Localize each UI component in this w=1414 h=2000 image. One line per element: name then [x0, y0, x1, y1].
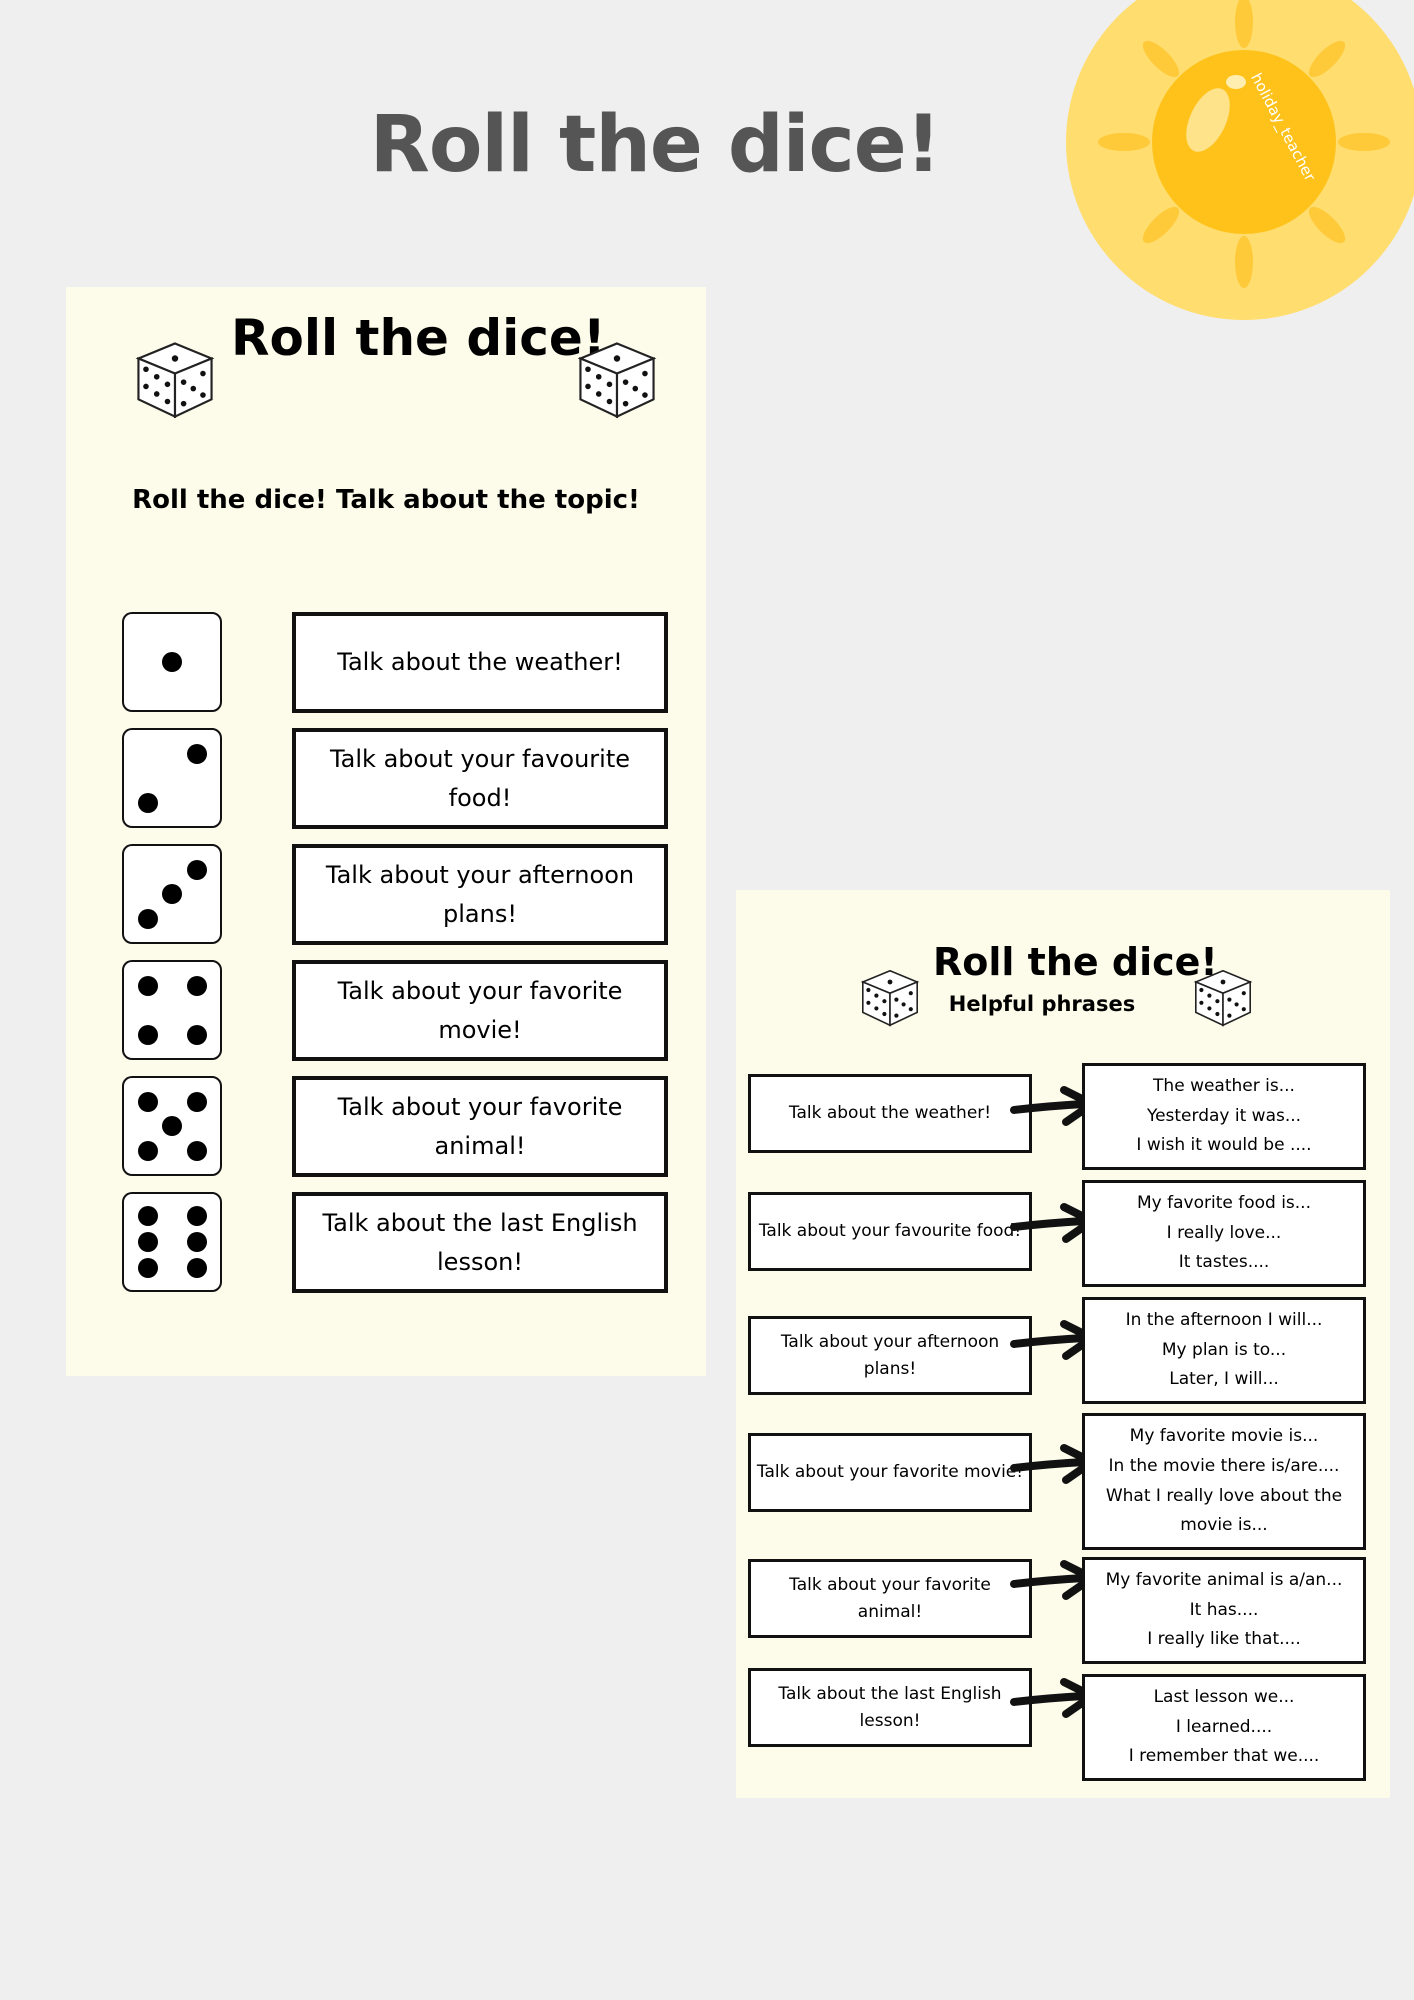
topic-box: Talk about your favorite movie! [748, 1433, 1032, 1512]
phrase-line: Yesterday it was... [1146, 1105, 1302, 1126]
phrase-line: My plan is to... [1161, 1339, 1287, 1360]
topic-box: Talk about the weather! [292, 612, 668, 713]
worksheet-title: Roll the dice! [933, 940, 1218, 984]
die-pip [187, 860, 207, 880]
topic-box: Talk about your favourite food! [292, 728, 668, 829]
sun-icon [1066, 0, 1414, 320]
phrase-box: My favorite movie is... In the movie the… [1082, 1413, 1366, 1550]
topic-box: Talk about your favorite movie! [292, 960, 668, 1061]
topic-box: Talk about your afternoon plans! [748, 1316, 1032, 1395]
die-pip [187, 1141, 207, 1161]
phrase-line: What I really love about the movie is... [1105, 1485, 1343, 1536]
phrase-line: My favorite movie is... [1129, 1426, 1319, 1446]
die-3d-icon [860, 969, 920, 1027]
die-face-four [122, 960, 222, 1060]
page-title: Roll the dice! [369, 100, 941, 190]
phrase-line: In the afternoon I will... [1125, 1309, 1323, 1330]
die-pip [187, 1206, 207, 1226]
die-pip [138, 1232, 158, 1252]
die-pip [162, 884, 182, 904]
phrase-line: I remember that we.... [1128, 1746, 1320, 1767]
die-pip [187, 1025, 207, 1045]
phrase-line: In the movie there is/are.... [1108, 1455, 1340, 1476]
topic-box: Talk about the last English lesson! [748, 1668, 1032, 1747]
die-3d-icon [577, 342, 657, 419]
phrase-line: Last lesson we... [1153, 1686, 1295, 1707]
die-pip [138, 1206, 158, 1226]
topic-box: Talk about the weather! [748, 1074, 1032, 1153]
die-face-six [122, 1192, 222, 1292]
die-face-one [122, 612, 222, 712]
topic-box: Talk about the last English lesson! [292, 1192, 668, 1293]
instruction-text: Roll the dice! Talk about the topic! [132, 485, 640, 515]
die-face-two [122, 728, 222, 828]
die-3d-icon [1193, 969, 1253, 1027]
die-pip [138, 909, 158, 929]
worksheet-subtitle: Helpful phrases [948, 992, 1136, 1016]
phrase-box: My favorite food is... I really love... … [1082, 1180, 1366, 1287]
die-3d-icon [135, 342, 215, 419]
die-pip [187, 1232, 207, 1252]
die-pip [138, 976, 158, 996]
topic-box: Talk about your favorite animal! [748, 1559, 1032, 1638]
die-pip [187, 976, 207, 996]
die-pip [187, 1258, 207, 1278]
die-pip [187, 1092, 207, 1112]
die-pip [162, 652, 182, 672]
phrase-line: I really like that.... [1147, 1629, 1301, 1650]
phrase-box: My favorite animal is a/an... It has....… [1082, 1557, 1366, 1664]
die-pip [138, 793, 158, 813]
die-pip [138, 1141, 158, 1161]
topic-box: Talk about your favourite food! [748, 1192, 1032, 1271]
die-pip [162, 1116, 182, 1136]
phrase-line: I wish it would be .... [1136, 1135, 1312, 1156]
topic-box: Talk about your afternoon plans! [292, 844, 668, 945]
phrase-box: The weather is... Yesterday it was... I … [1082, 1063, 1366, 1170]
phrase-line: Later, I will... [1169, 1369, 1279, 1390]
die-face-three [122, 844, 222, 944]
topic-box: Talk about your favorite animal! [292, 1076, 668, 1177]
worksheet-title: Roll the dice! [231, 309, 606, 367]
die-face-five [122, 1076, 222, 1176]
phrase-box: In the afternoon I will... My plan is to… [1082, 1297, 1366, 1404]
die-pip [138, 1025, 158, 1045]
phrase-line: It has.... [1189, 1599, 1259, 1620]
helpful-phrases-worksheet: Roll the dice! Helpful phrases Talk abou… [736, 890, 1390, 1798]
phrase-line: It tastes.... [1178, 1252, 1270, 1273]
dice-worksheet: Roll the dice! Roll the dice! Talk about… [66, 287, 706, 1376]
die-pip [187, 744, 207, 764]
die-pip [138, 1258, 158, 1278]
phrase-line: My favorite animal is a/an... [1105, 1569, 1343, 1590]
phrase-line: My favorite food is... [1136, 1192, 1311, 1213]
die-pip [138, 1092, 158, 1112]
phrase-line: I learned.... [1175, 1716, 1273, 1737]
phrase-box: Last lesson we... I learned.... I rememb… [1082, 1674, 1366, 1781]
phrase-line: I really love... [1166, 1222, 1282, 1243]
phrase-line: The weather is... [1153, 1075, 1295, 1096]
